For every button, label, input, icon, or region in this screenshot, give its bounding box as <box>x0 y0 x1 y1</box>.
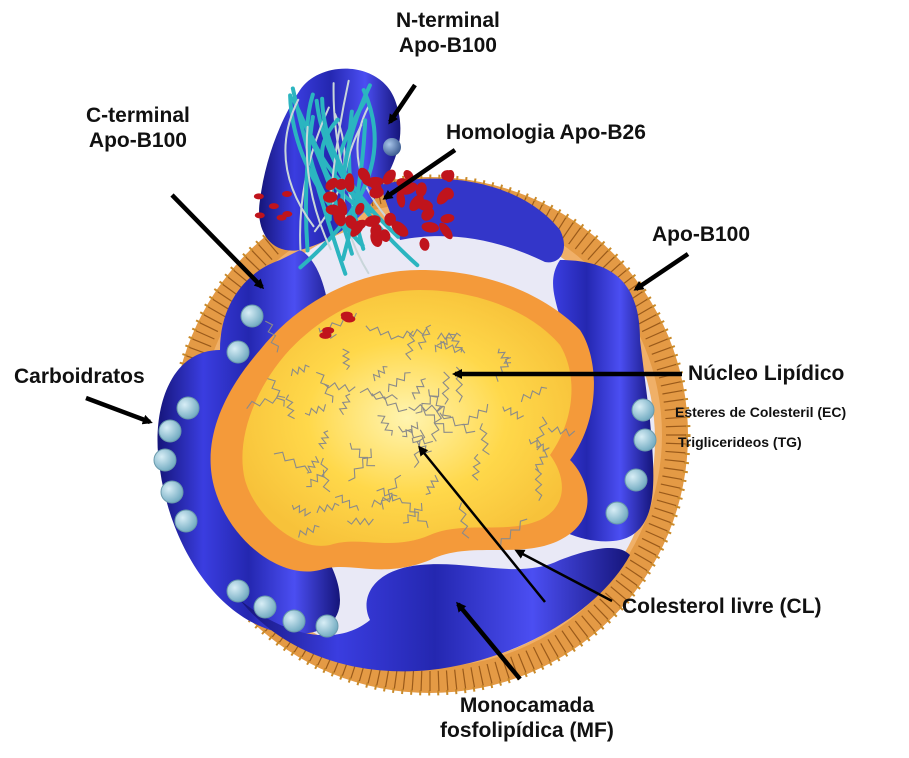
label-c-terminal-line1: C-terminal <box>86 103 190 128</box>
arrow-c-terminal <box>172 195 262 287</box>
carbohydrate-bead <box>177 397 199 419</box>
label-colesterol-livre: Colesterol livre (CL) <box>622 594 822 619</box>
carbohydrate-bead <box>606 502 628 524</box>
carbohydrate-bead <box>154 449 176 471</box>
carbohydrate-bead <box>175 510 197 532</box>
carbohydrate-bead <box>632 399 654 421</box>
label-monocamada: Monocamada fosfolipídica (MF) <box>440 693 614 743</box>
label-homologia: Homologia Apo-B26 <box>446 120 646 145</box>
carbohydrate-bead <box>625 469 647 491</box>
carbohydrate-bead <box>161 481 183 503</box>
label-monocamada-line2: fosfolipídica (MF) <box>440 718 614 743</box>
label-c-terminal: C-terminal Apo-B100 <box>86 103 190 153</box>
label-esteres: Esteres de Colesteril (EC) <box>675 404 846 421</box>
label-nucleo-lipidico: Núcleo Lipídico <box>688 361 844 386</box>
arrow-carboidratos <box>86 398 150 422</box>
carbohydrate-bead <box>316 615 338 637</box>
n-terminal-knob <box>383 138 401 156</box>
carbohydrate-bead <box>254 596 276 618</box>
carbohydrate-bead <box>159 420 181 442</box>
carbohydrate-bead <box>227 341 249 363</box>
carbohydrate-bead <box>227 580 249 602</box>
label-carboidratos: Carboidratos <box>14 364 145 389</box>
label-c-terminal-line2: Apo-B100 <box>86 128 190 153</box>
label-triglicerideos: Triglicerideos (TG) <box>678 434 802 451</box>
label-n-terminal-line1: N-terminal <box>396 8 500 33</box>
label-monocamada-line1: Monocamada <box>440 693 614 718</box>
arrow-apo-b100 <box>636 254 688 289</box>
label-apo-b100: Apo-B100 <box>652 222 750 247</box>
carbohydrate-bead <box>241 305 263 327</box>
label-n-terminal: N-terminal Apo-B100 <box>396 8 500 58</box>
label-n-terminal-line2: Apo-B100 <box>396 33 500 58</box>
carbohydrate-bead <box>634 429 656 451</box>
carbohydrate-bead <box>283 610 305 632</box>
